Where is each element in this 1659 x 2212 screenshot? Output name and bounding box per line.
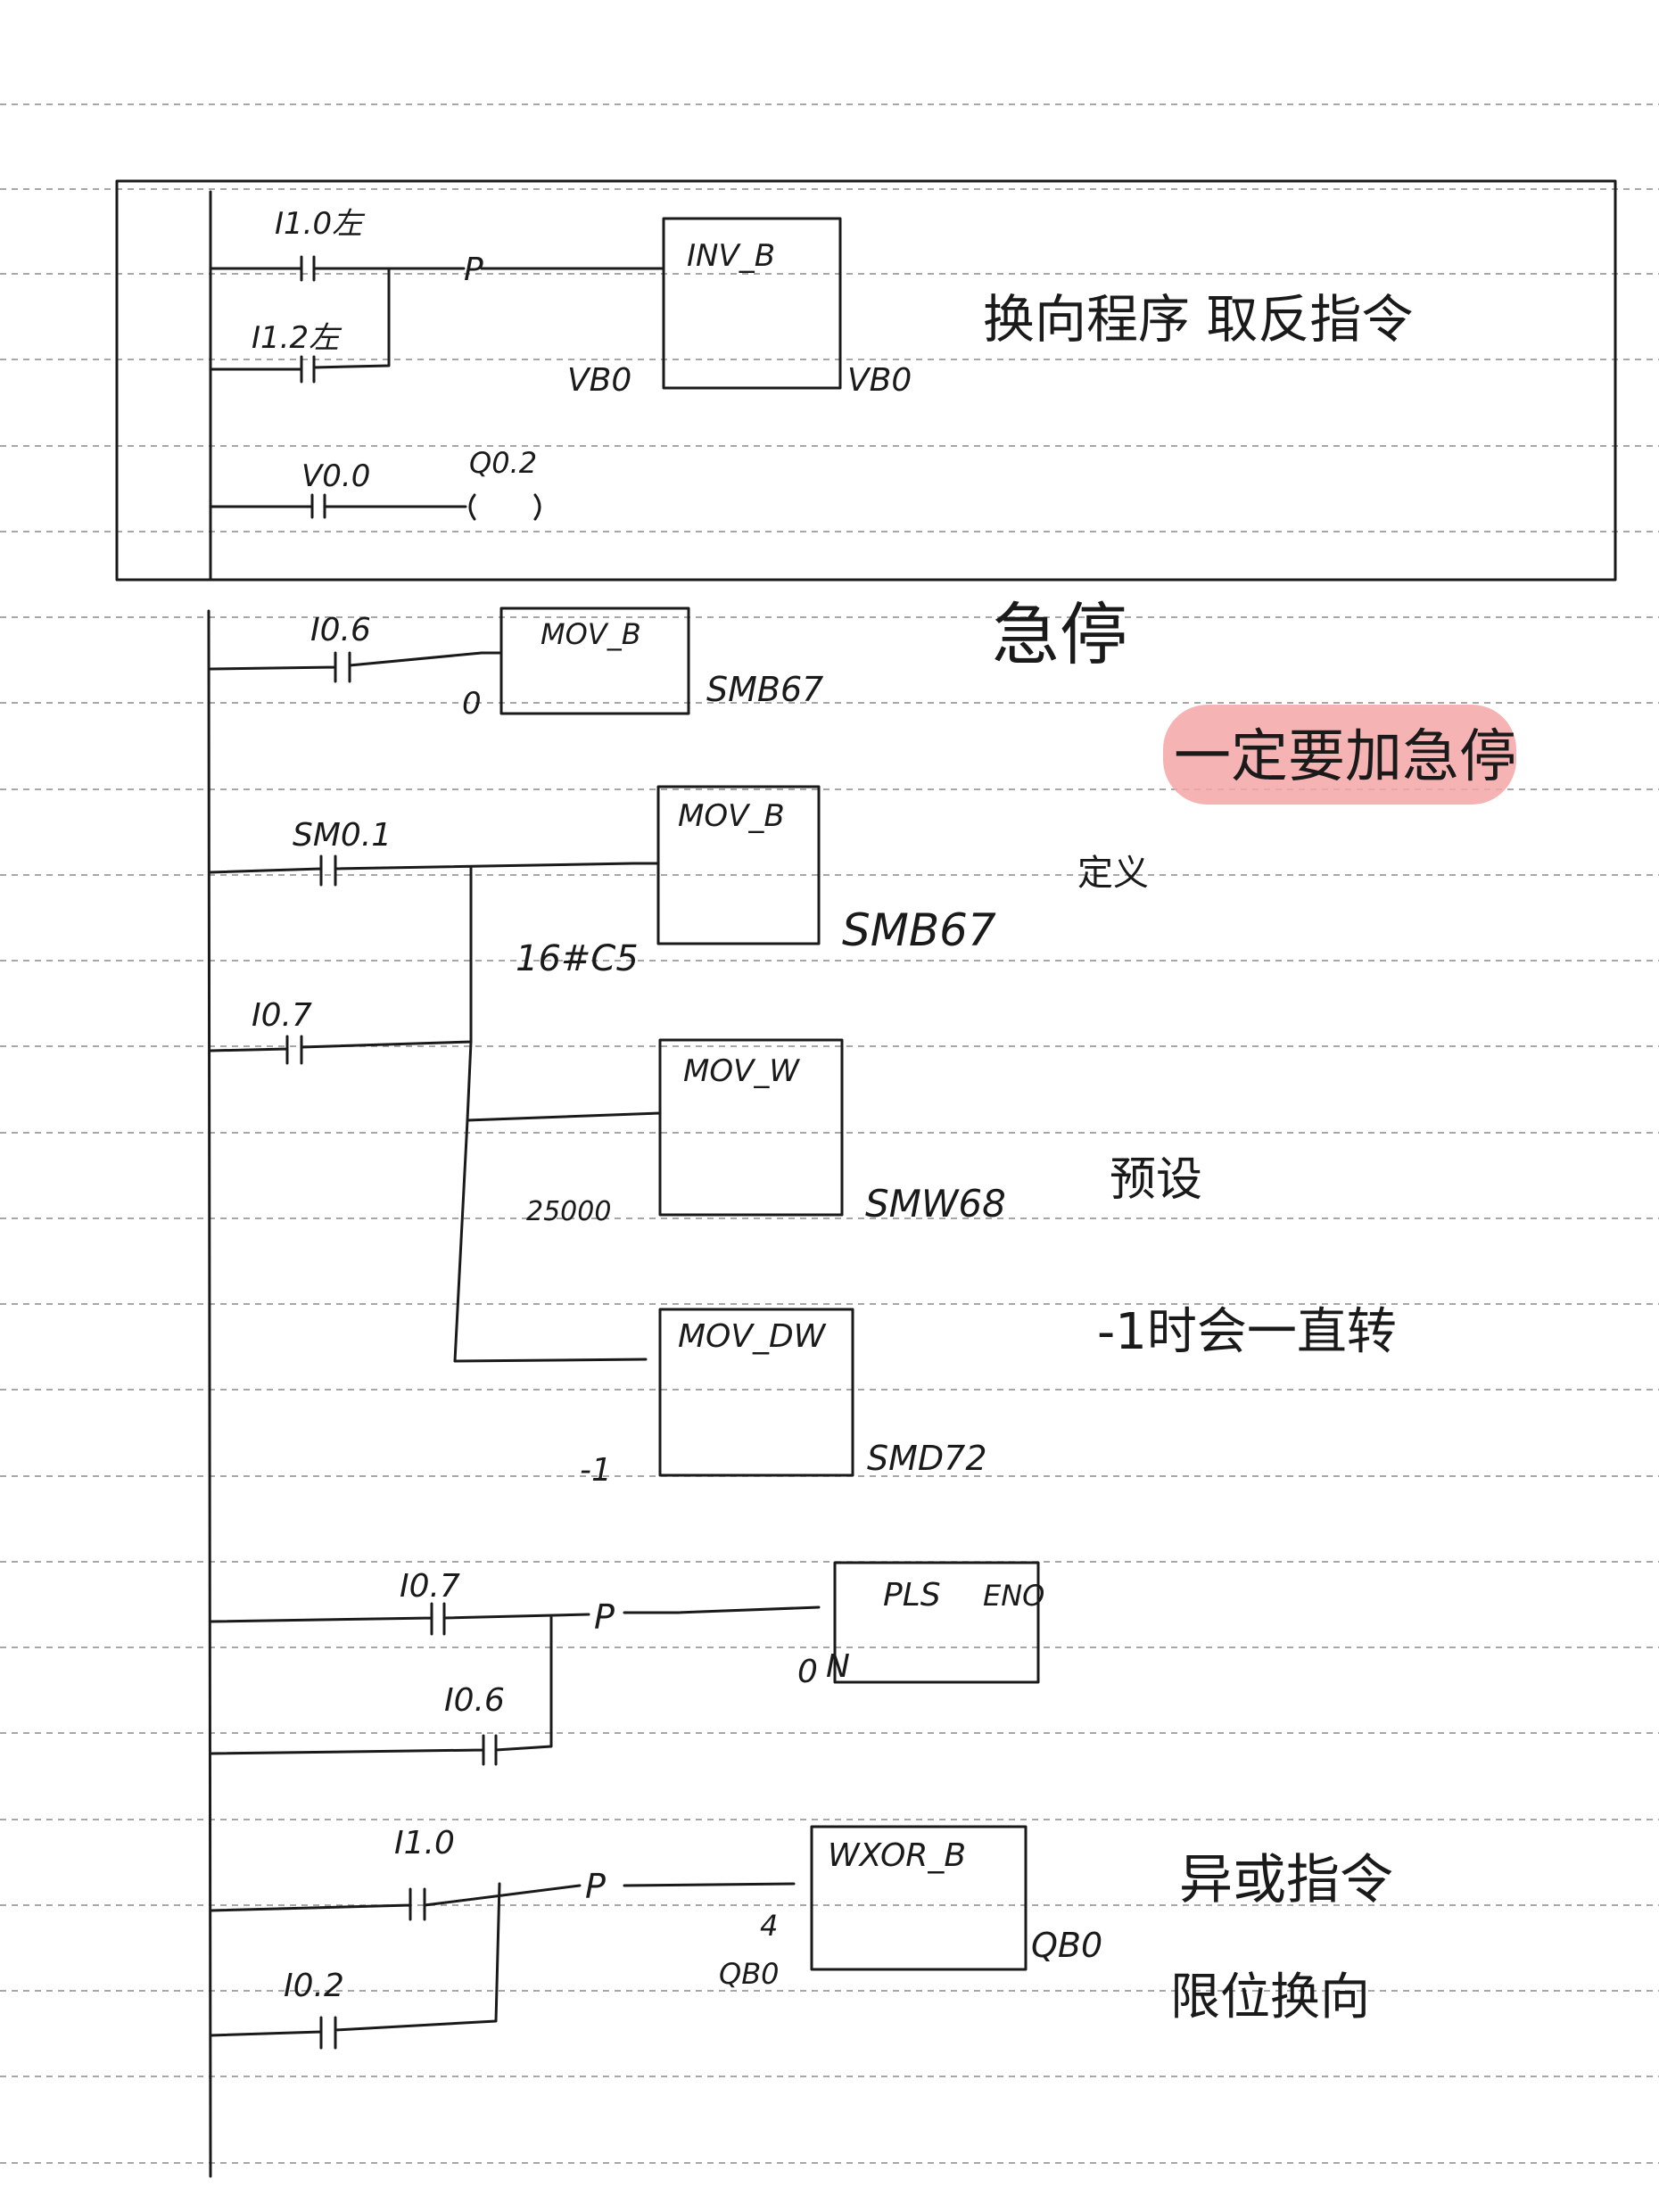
- rung3-box1-note: 定义: [1077, 853, 1149, 894]
- rung4-box-pin: N: [826, 1648, 850, 1685]
- notebook-rules: [0, 103, 1659, 2164]
- rung3-box3-title: MOV_DW: [678, 1318, 827, 1355]
- rung5-edge-label: P: [585, 1867, 606, 1906]
- rung4-contact-b-label: I0.6: [444, 1682, 505, 1719]
- rung3-box3-in: -1: [580, 1452, 612, 1489]
- rung5-contact-b-label: I0.2: [284, 1968, 344, 2004]
- rung1-coil: [468, 493, 541, 521]
- rung5: I1.0 I0.2 P WXOR_B 4 QB0 QB0 异或指令 限位换向: [209, 1825, 1393, 2050]
- rung4-box-eno: ENO: [983, 1579, 1044, 1613]
- rung4-contact-a-label: I0.7: [400, 1568, 460, 1605]
- rung5-wire: [209, 1882, 796, 2050]
- rung4-box-in: 0: [797, 1654, 818, 1690]
- rung1-contact-b-label: I1.2左: [252, 320, 343, 356]
- rung4-edge-label: P: [594, 1597, 615, 1637]
- rung3-box1-in: 16#C5: [516, 938, 639, 979]
- rung5-note1: 异或指令: [1179, 1849, 1393, 1911]
- rung2-out-operand: SMB67: [706, 670, 823, 709]
- rung1-frame: [115, 179, 1617, 582]
- rung1-contact-c-label: V0.0: [301, 458, 370, 494]
- rung2-in-operand: 0: [462, 686, 482, 722]
- rung3-box2: [658, 1038, 844, 1217]
- rung1-wire: [209, 255, 665, 519]
- rung1-out-operand: VB0: [847, 362, 912, 399]
- rung3-box1-title: MOV_B: [678, 798, 785, 834]
- rung3: SM0.1 I0.7 MOV_B 16#C5 SMB67 定义 MOV_W 25…: [209, 785, 1397, 1489]
- rung1-coil-label: Q0.2: [469, 446, 537, 480]
- rung2-highlight-note: 一定要加急停: [1174, 724, 1516, 790]
- rung1-box-title: INV_B: [687, 238, 775, 274]
- rung3-contact-a-label: SM0.1: [293, 817, 392, 854]
- rung2: I0.6 MOV_B 0 SMB67 急停 一定要加急停: [209, 595, 1516, 805]
- rung3-box2-note: 预设: [1110, 1153, 1202, 1207]
- rung4-box-title: PLS: [883, 1577, 941, 1614]
- rung3-box2-title: MOV_W: [683, 1053, 800, 1089]
- rung1-note: 换向程序 取反指令: [983, 289, 1413, 350]
- rung1-box: [662, 217, 842, 390]
- rung3-box3-out: SMD72: [867, 1439, 987, 1478]
- rung2-highlight: [1163, 705, 1516, 805]
- rung5-in1: 4: [760, 1909, 778, 1943]
- rung2-contact-label: I0.6: [310, 612, 371, 648]
- rung1-edge-label: P: [464, 252, 483, 288]
- rung1-contact-a-label: I1.0左: [275, 206, 366, 242]
- rung5-contact-a-label: I1.0: [394, 1825, 455, 1861]
- rung3-box3: [658, 1308, 854, 1477]
- rung4-wire: [209, 1602, 821, 1766]
- rung5-note2: 限位换向: [1170, 1969, 1370, 2026]
- rung2-note: 急停: [992, 595, 1127, 674]
- rung5-out: QB0: [1031, 1926, 1102, 1965]
- rung2-wire: [209, 651, 501, 683]
- rung4-box: [833, 1561, 1040, 1684]
- rung3-contact-b-label: I0.7: [252, 997, 312, 1034]
- rung1-in-operand: VB0: [567, 362, 631, 399]
- rung3-box2-in: 25000: [526, 1196, 611, 1227]
- rung4: I0.7 I0.6 P PLS ENO 0 N: [209, 1561, 1044, 1766]
- rung3-box1: [656, 785, 821, 945]
- rung5-in2: QB0: [719, 1957, 780, 1991]
- rung2-box-title: MOV_B: [541, 617, 641, 651]
- rung3-box1-out: SMB67: [842, 904, 996, 956]
- rung3-box2-out: SMW68: [865, 1182, 1006, 1226]
- rung3-wire: [209, 854, 662, 1363]
- rung3-box3-note: -1时会一直转: [1097, 1303, 1397, 1361]
- rung1: I1.0左 I1.2左 V0.0 Q0.2 P INV_B VB0 VB0 换向…: [209, 206, 1413, 521]
- power-rail: [207, 190, 212, 2178]
- rung5-box: [810, 1825, 1028, 1971]
- rung5-box-title: WXOR_B: [828, 1837, 966, 1874]
- rung2-box: [499, 607, 690, 715]
